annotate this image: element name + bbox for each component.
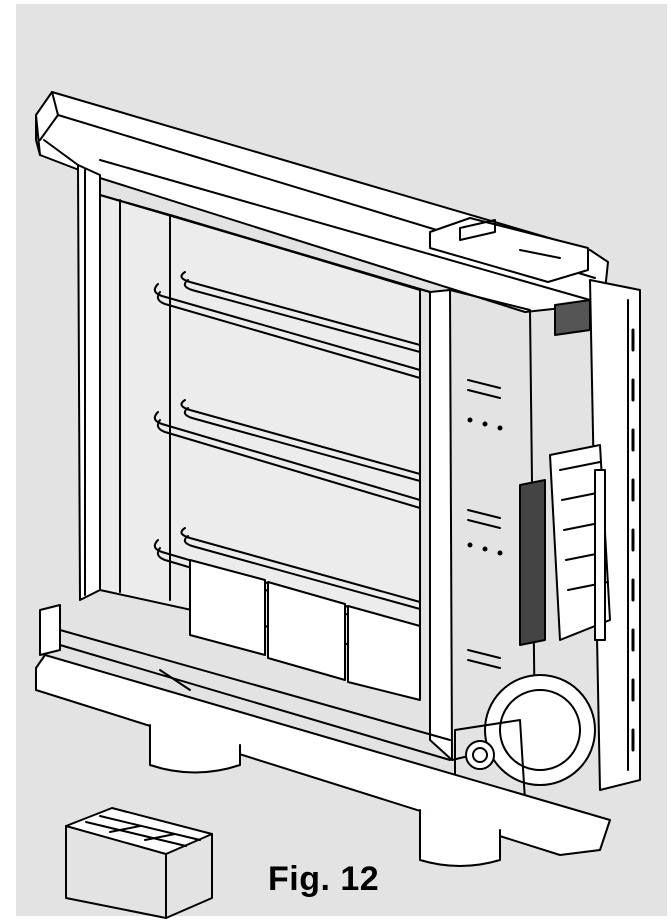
control-panel xyxy=(429,217,589,283)
control-circuit-board xyxy=(519,444,611,646)
storage-bricks xyxy=(189,559,421,701)
left-side-frame xyxy=(43,139,101,601)
outer-right-casing xyxy=(589,279,641,791)
heating-element-middle xyxy=(153,399,421,509)
figure-caption: Fig. 12 xyxy=(268,860,380,898)
heating-element-bottom xyxy=(153,527,421,637)
inner-cavity xyxy=(99,194,441,661)
vent-grille xyxy=(554,299,591,336)
loose-brick xyxy=(65,807,213,919)
heating-element-top xyxy=(153,271,421,379)
base-plinth xyxy=(35,604,611,856)
feet xyxy=(149,724,501,867)
